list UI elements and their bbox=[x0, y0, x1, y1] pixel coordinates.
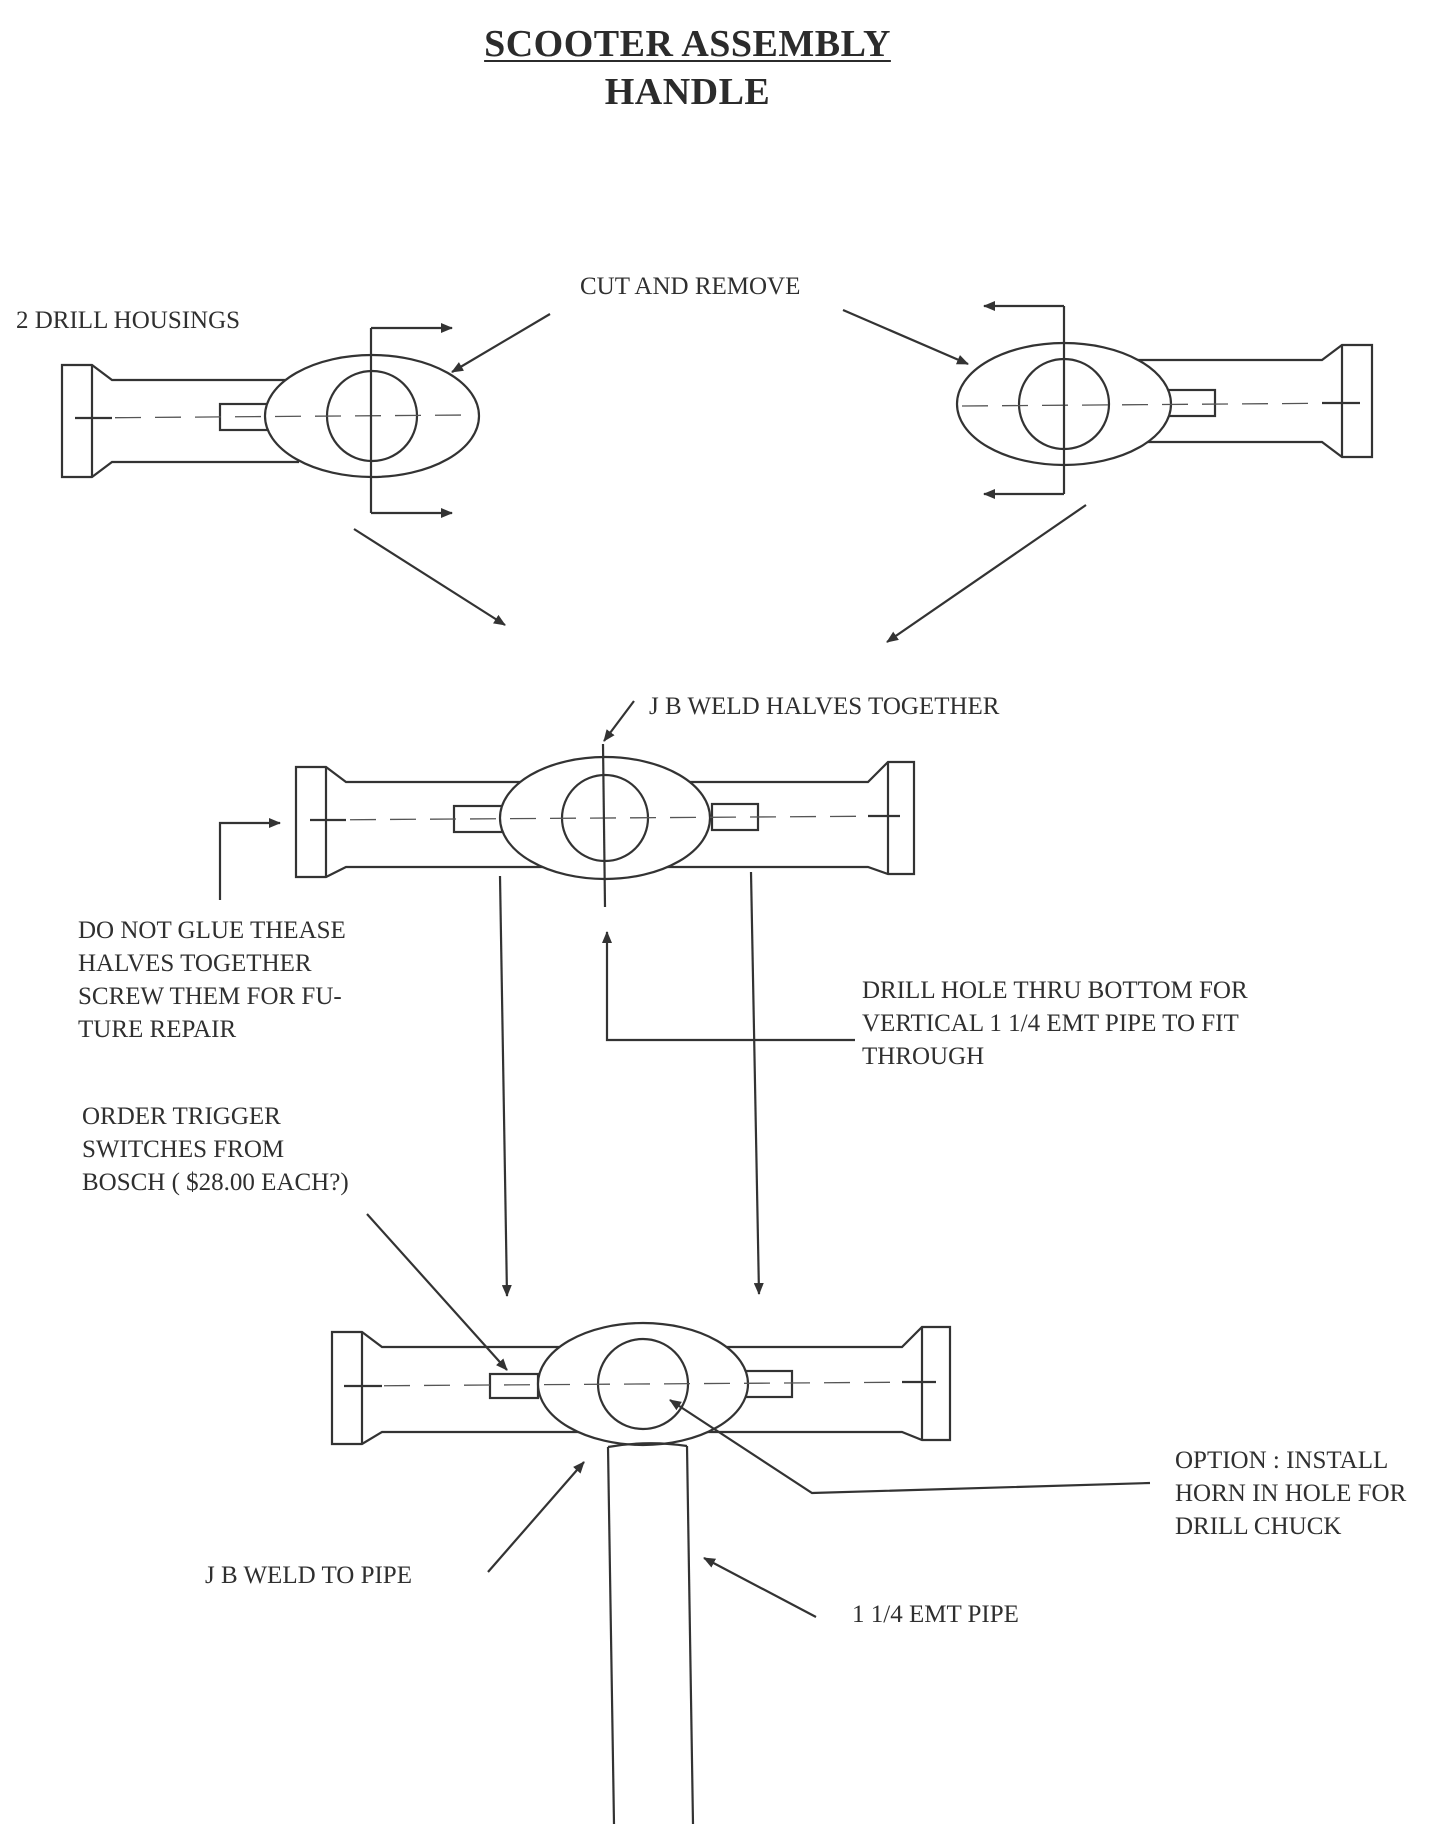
emt-pipe bbox=[606, 1442, 695, 1824]
emt-pipe-arrow bbox=[703, 1557, 817, 1618]
drawing-title: SCOOTER ASSEMBLY bbox=[484, 23, 891, 65]
joined-handle bbox=[294, 743, 916, 908]
label-do-not-glue: DO NOT GLUE THEASE HALVES TOGETHER SCREW… bbox=[78, 917, 346, 1043]
drop-right-arrow bbox=[749, 871, 764, 1295]
drill-housing-right bbox=[955, 301, 1374, 499]
label-order-trigger: ORDER TRIGGER SWITCHES FROM BOSCH ( $28.… bbox=[82, 1103, 349, 1196]
label-drill-housings: 2 DRILL HOUSINGS bbox=[16, 307, 241, 334]
label-jb-weld-pipe: J B WELD TO PIPE bbox=[205, 1562, 412, 1589]
drawing-subtitle: HANDLE bbox=[604, 71, 771, 113]
label-emt-pipe: 1 1/4 EMT PIPE bbox=[852, 1601, 1019, 1628]
drop-left-arrow bbox=[498, 875, 512, 1297]
jb-weld-halves-arrow bbox=[603, 700, 635, 742]
do-not-glue-arrow bbox=[218, 818, 281, 900]
label-cut-and-remove: CUT AND REMOVE bbox=[580, 273, 801, 300]
converge-right-arrow bbox=[886, 504, 1087, 643]
drill-hole-arrow bbox=[602, 931, 855, 1042]
jb-weld-pipe-arrow bbox=[487, 1461, 585, 1573]
label-option-horn: OPTION : INSTALL HORN IN HOLE FOR DRILL … bbox=[1175, 1447, 1407, 1540]
trigger-switch-arrow bbox=[366, 1213, 508, 1371]
converge-left-arrow bbox=[353, 528, 506, 626]
cut-left-arrow bbox=[451, 313, 551, 373]
label-drill-hole: DRILL HOLE THRU BOTTOM FOR VERTICAL 1 1/… bbox=[862, 977, 1248, 1070]
label-jb-weld-halves: J B WELD HALVES TOGETHER bbox=[649, 693, 1000, 720]
cut-right-arrow bbox=[842, 308, 969, 366]
final-handle-assembly bbox=[330, 1321, 952, 1447]
horn-option-arrow bbox=[669, 1399, 1151, 1495]
drill-housing-left bbox=[60, 323, 481, 518]
